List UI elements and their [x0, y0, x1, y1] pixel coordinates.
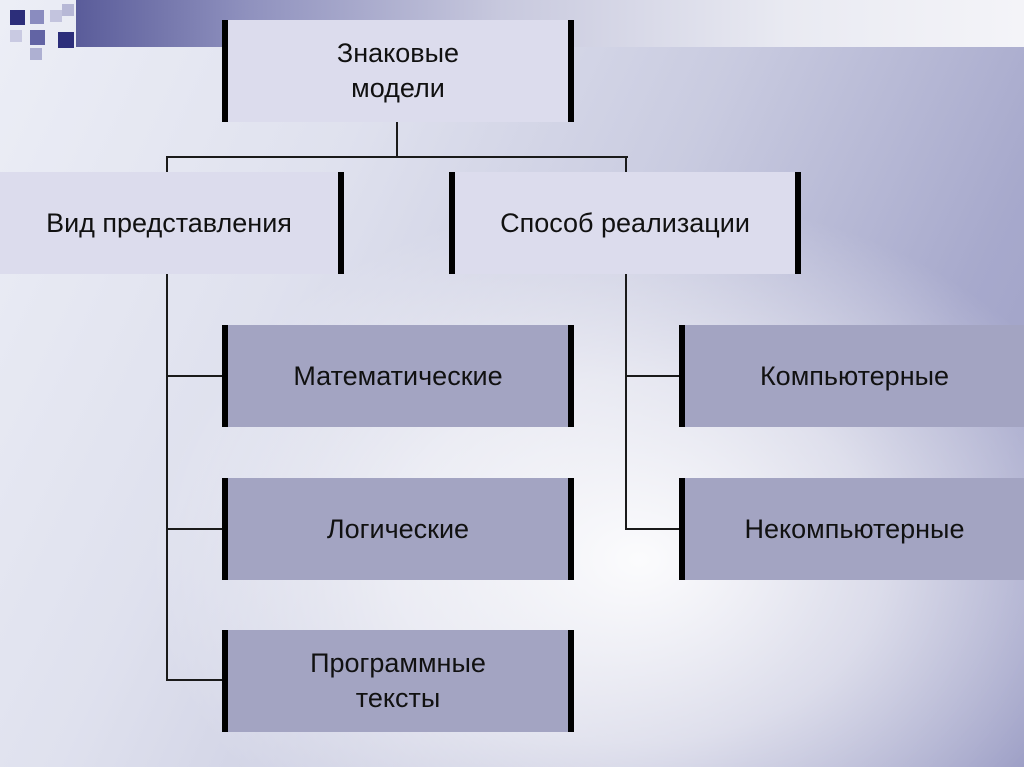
leaf-node-program-texts: Программные тексты	[222, 630, 574, 732]
connector-line	[625, 375, 683, 377]
connector-line	[166, 156, 628, 158]
root-node-sign-models: Знаковые модели	[222, 20, 574, 122]
connector-line	[166, 528, 226, 530]
leaf-node-label: Программные тексты	[310, 648, 486, 713]
corner-square-decoration	[10, 10, 25, 25]
leaf-node-computer: Компьютерные	[679, 325, 1024, 427]
branch-node-implementation: Способ реализации	[449, 172, 801, 274]
leaf-node-logical: Логические	[222, 478, 574, 580]
branch-node-representation: Вид представления	[0, 172, 344, 274]
corner-square-decoration	[50, 10, 62, 22]
leaf-node-non-computer: Некомпьютерные	[679, 478, 1024, 580]
leaf-node-label: Логические	[326, 513, 470, 544]
connector-line	[625, 156, 627, 174]
corner-square-decoration	[30, 30, 45, 45]
connector-line	[625, 272, 627, 530]
connector-line	[396, 120, 398, 158]
connector-line	[166, 272, 168, 680]
branch-node-label: Способ реализации	[500, 207, 750, 238]
connector-line	[166, 375, 226, 377]
corner-square-decoration	[62, 4, 74, 16]
leaf-node-label: Компьютерные	[759, 360, 950, 391]
root-node-label: Знаковые модели	[336, 38, 460, 103]
corner-square-decoration	[30, 48, 42, 60]
corner-square-decoration	[58, 32, 74, 48]
connector-line	[625, 528, 683, 530]
branch-node-label: Вид представления	[46, 207, 292, 238]
leaf-node-label: Математические	[293, 360, 503, 391]
leaf-node-label: Некомпьютерные	[744, 513, 965, 544]
corner-square-decoration	[30, 10, 44, 24]
corner-square-decoration	[10, 30, 22, 42]
connector-line	[166, 156, 168, 174]
leaf-node-mathematical: Математические	[222, 325, 574, 427]
connector-line	[166, 679, 226, 681]
